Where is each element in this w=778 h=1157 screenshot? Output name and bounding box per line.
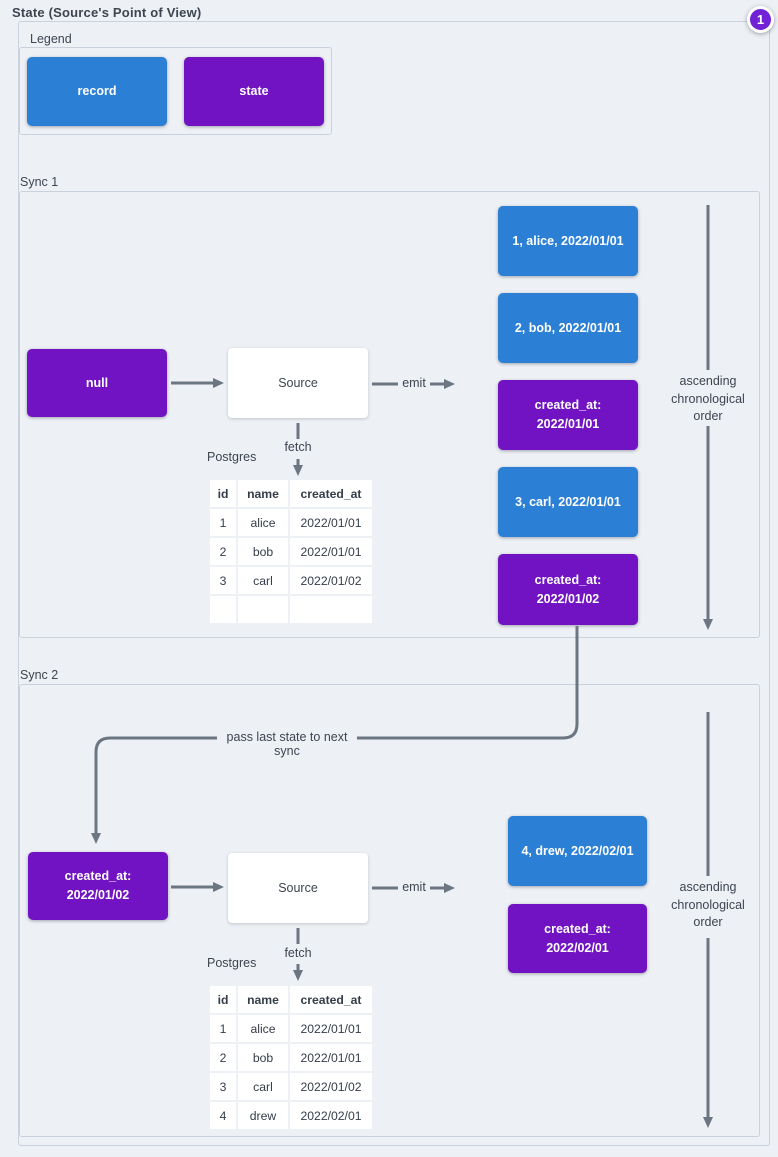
cell-id: 3 xyxy=(210,567,236,594)
sync2-label: Sync 2 xyxy=(20,668,59,682)
table-row: 1 alice 2022/01/01 xyxy=(210,1015,372,1042)
cell-id: 1 xyxy=(210,1015,236,1042)
sync1-fetch-label: fetch xyxy=(284,440,312,454)
sync2-output-state-1: created_at: 2022/02/01 xyxy=(508,904,647,973)
sync1-output-record-1: 1, alice, 2022/01/01 xyxy=(498,206,638,276)
sync1-output-state-2: created_at: 2022/01/02 xyxy=(498,554,638,625)
cell-created-at: 2022/02/01 xyxy=(290,1102,372,1129)
cell-name: drew xyxy=(238,1102,288,1129)
sync1-source-box: Source xyxy=(228,348,368,418)
sync2-postgres-label: Postgres xyxy=(207,956,257,970)
cell-created-at: 2022/01/02 xyxy=(290,567,372,594)
cell-name: alice xyxy=(238,509,288,536)
cell-id: 1 xyxy=(210,509,236,536)
cell-name xyxy=(238,596,288,623)
sync1-output-state-1: created_at: 2022/01/01 xyxy=(498,380,638,450)
col-header-created-at: created_at xyxy=(290,986,372,1013)
cell-name: carl xyxy=(238,1073,288,1100)
table-row: 3 carl 2022/01/02 xyxy=(210,567,372,594)
sync2-order-note: ascending chronological order xyxy=(671,880,745,929)
col-header-created-at: created_at xyxy=(290,480,372,507)
col-header-name: name xyxy=(238,480,288,507)
col-header-id: id xyxy=(210,480,236,507)
step-badge: 1 xyxy=(747,6,774,33)
page-title: State (Source's Point of View) xyxy=(12,5,202,20)
legend-record-swatch: record xyxy=(27,57,167,126)
cell-id: 4 xyxy=(210,1102,236,1129)
table-row: 1 alice 2022/01/01 xyxy=(210,509,372,536)
cell-created-at xyxy=(290,596,372,623)
cell-id: 3 xyxy=(210,1073,236,1100)
table-row: 3 carl 2022/01/02 xyxy=(210,1073,372,1100)
pass-state-label: pass last state to next sync xyxy=(217,730,357,758)
table-header-row: id name created_at xyxy=(210,480,372,507)
sync1-postgres-table: id name created_at 1 alice 2022/01/01 2 … xyxy=(208,478,374,625)
col-header-name: name xyxy=(238,986,288,1013)
cell-id: 2 xyxy=(210,538,236,565)
sync2-emit-label: emit xyxy=(402,880,426,894)
cell-created-at: 2022/01/02 xyxy=(290,1073,372,1100)
sync2-input-state-box: created_at: 2022/01/02 xyxy=(28,852,168,920)
table-header-row: id name created_at xyxy=(210,986,372,1013)
sync1-postgres-label: Postgres xyxy=(207,450,257,464)
cell-name: alice xyxy=(238,1015,288,1042)
table-row: 4 drew 2022/02/01 xyxy=(210,1102,372,1129)
sync1-output-record-3: 3, carl, 2022/01/01 xyxy=(498,467,638,537)
sync2-fetch-label: fetch xyxy=(284,946,312,960)
cell-id: 2 xyxy=(210,1044,236,1071)
sync2-postgres-table: id name created_at 1 alice 2022/01/01 2 … xyxy=(208,984,374,1131)
cell-created-at: 2022/01/01 xyxy=(290,1044,372,1071)
cell-created-at: 2022/01/01 xyxy=(290,538,372,565)
sync1-output-record-2: 2, bob, 2022/01/01 xyxy=(498,293,638,363)
sync2-source-box: Source xyxy=(228,853,368,923)
col-header-id: id xyxy=(210,986,236,1013)
sync1-input-state-box: null xyxy=(27,349,167,417)
cell-created-at: 2022/01/01 xyxy=(290,1015,372,1042)
sync1-label: Sync 1 xyxy=(20,175,59,189)
table-row: 2 bob 2022/01/01 xyxy=(210,538,372,565)
sync1-emit-label: emit xyxy=(402,376,426,390)
sync1-order-note: ascending chronological order xyxy=(671,374,745,423)
cell-name: bob xyxy=(238,1044,288,1071)
table-row: 2 bob 2022/01/01 xyxy=(210,1044,372,1071)
sync2-output-record-1: 4, drew, 2022/02/01 xyxy=(508,816,647,886)
legend-frame xyxy=(19,47,332,135)
cell-id xyxy=(210,596,236,623)
outer-frame xyxy=(18,21,770,1146)
cell-created-at: 2022/01/01 xyxy=(290,509,372,536)
legend-state-swatch: state xyxy=(184,57,324,126)
cell-name: carl xyxy=(238,567,288,594)
table-row-empty xyxy=(210,596,372,623)
legend-label: Legend xyxy=(30,32,72,46)
cell-name: bob xyxy=(238,538,288,565)
